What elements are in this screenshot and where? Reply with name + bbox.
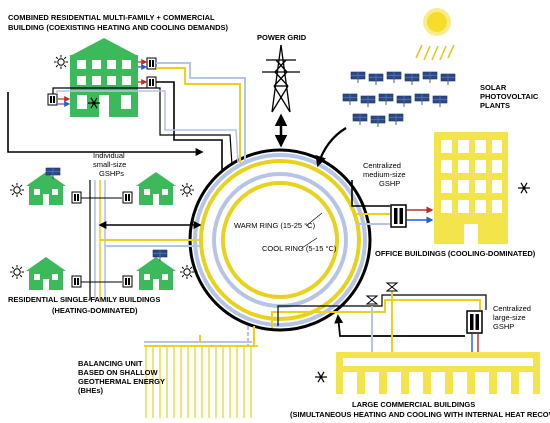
cool-ring bbox=[212, 172, 348, 308]
heat-pump-icon bbox=[390, 204, 407, 228]
heat-pump-icon bbox=[466, 310, 483, 334]
transmission-tower-icon bbox=[262, 44, 300, 113]
heat-pump-icon bbox=[146, 76, 157, 89]
mixed-use-building: COMBINED RESIDENTIAL MULTI-FAMILY + COMM… bbox=[7, 13, 246, 170]
sun-icon bbox=[427, 12, 447, 32]
mixed-label-2: BUILDING (COEXISTING HEATING AND COOLING… bbox=[8, 23, 229, 32]
ring-boundary bbox=[188, 148, 372, 332]
heat-pump-icon bbox=[71, 275, 82, 288]
solar-section: SOLAR PHOTOVOLTAIC PLANTS bbox=[315, 8, 539, 168]
heat-pump-icon bbox=[71, 191, 82, 204]
heat-pump-icon bbox=[122, 275, 133, 288]
ring-network: WARM RING (15-25 °C) COOL RING (5-15 °C) bbox=[188, 148, 372, 332]
power-grid: POWER GRID bbox=[257, 33, 307, 148]
valve-icon bbox=[366, 295, 378, 305]
snowflake-icon bbox=[314, 371, 328, 383]
cool-ring-label: COOL RING (5-15 °C) bbox=[262, 244, 337, 253]
heat-pump-icon bbox=[122, 191, 133, 204]
house bbox=[136, 257, 176, 290]
large-gshp-label-1: Centralized bbox=[493, 304, 531, 313]
balancing-unit: BALANCING UNIT BASED ON SHALLOW GEOTHERM… bbox=[78, 326, 258, 418]
mixed-label-1: COMBINED RESIDENTIAL MULTI-FAMILY + COMM… bbox=[8, 13, 215, 22]
solar-link-arrow bbox=[315, 127, 347, 168]
warm-ring bbox=[221, 181, 339, 299]
medium-gshp-label-2: medium-size bbox=[363, 170, 406, 179]
sun-icon bbox=[179, 182, 195, 198]
commercial-building: Centralized large-size GSHP LARGE COMMER… bbox=[271, 282, 550, 419]
heat-pump-icon bbox=[47, 93, 58, 106]
office-building: Centralized medium-size GSHP OFFICE BUIL… bbox=[351, 132, 536, 258]
sun-rays bbox=[415, 44, 455, 61]
warm-ring-label: WARM RING (15-25 °C) bbox=[234, 221, 316, 230]
heat-pump-icon bbox=[146, 57, 157, 70]
balancing-label-4: (BHEs) bbox=[78, 386, 104, 395]
solar-label-3: PLANTS bbox=[480, 101, 510, 110]
residential-label-1: RESIDENTIAL SINGLE-FAMILY BUILDINGS bbox=[8, 295, 160, 304]
solar-panels bbox=[342, 71, 456, 128]
borehole-exchangers bbox=[145, 346, 252, 418]
small-gshp-label-3: GSHPs bbox=[99, 169, 124, 178]
sun-icon bbox=[9, 264, 25, 280]
residential-label-2: (HEATING-DOMINATED) bbox=[52, 306, 138, 315]
balancing-label-1: BALANCING UNIT bbox=[78, 359, 143, 368]
small-gshp-label-2: small-size bbox=[93, 160, 126, 169]
commercial-label-1: LARGE COMMERCIAL BUILDINGS bbox=[352, 400, 475, 409]
valve-icon bbox=[386, 282, 398, 292]
house bbox=[26, 257, 66, 290]
office-label: OFFICE BUILDINGS (COOLING-DOMINATED) bbox=[375, 249, 536, 258]
balancing-label-3: GEOTHERMAL ENERGY bbox=[78, 377, 165, 386]
large-gshp-label-3: GSHP bbox=[493, 322, 514, 331]
balancing-label-2: BASED ON SHALLOW bbox=[78, 368, 159, 377]
sun-icon bbox=[9, 182, 25, 198]
house bbox=[136, 172, 176, 205]
solar-label-1: SOLAR bbox=[480, 83, 507, 92]
medium-gshp-label-3: GSHP bbox=[379, 179, 400, 188]
snowflake-icon bbox=[517, 182, 531, 194]
small-gshp-label-1: Individual bbox=[93, 151, 125, 160]
sun-icon bbox=[179, 264, 195, 280]
residential-buildings: Individual small-size GSHPs RESIDENTIAL … bbox=[8, 151, 202, 315]
large-gshp-label-2: large-size bbox=[493, 313, 526, 322]
outer-warm-ring bbox=[199, 159, 361, 321]
medium-gshp-label-1: Centralized bbox=[363, 161, 401, 170]
house bbox=[26, 172, 66, 205]
solar-label-2: PHOTOVOLTAIC bbox=[480, 92, 539, 101]
power-grid-label: POWER GRID bbox=[257, 33, 307, 42]
outer-cool-ring bbox=[193, 153, 367, 327]
sun-icon bbox=[53, 54, 69, 70]
commercial-label-2: (SIMULTANEOUS HEATING AND COOLING WITH I… bbox=[290, 410, 550, 419]
